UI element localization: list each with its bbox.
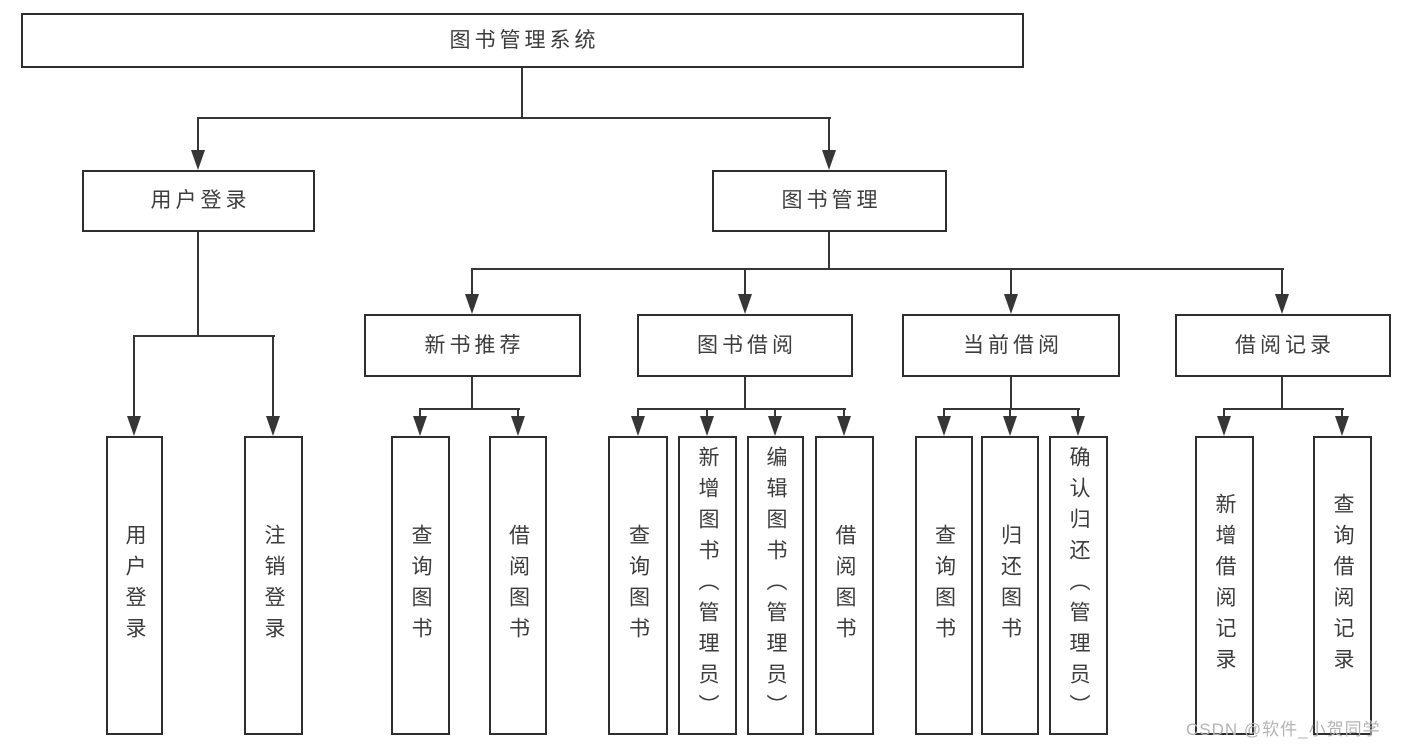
- leaf-query-books-borrowing: 查询图书: [608, 436, 668, 735]
- leaf-edit-books-admin: 编辑图书（管理员）: [747, 436, 804, 735]
- arrowhead-down-icon: [1071, 416, 1085, 436]
- arrowhead-down-icon: [822, 150, 836, 170]
- connector-vline: [272, 336, 274, 418]
- connector-vline: [197, 232, 199, 337]
- arrowhead-down-icon: [738, 294, 752, 314]
- arrowhead-down-icon: [937, 416, 951, 436]
- arrowhead-down-icon: [465, 294, 479, 314]
- arrowhead-down-icon: [1335, 416, 1349, 436]
- leaf-logout: 注销登录: [244, 436, 303, 735]
- connector-vline: [828, 118, 830, 152]
- leaf-add-books-admin: 新增图书（管理员）: [678, 436, 737, 735]
- connector-vline: [1341, 409, 1343, 418]
- connector-vline: [471, 269, 473, 296]
- leaf-query-books-current: 查询图书: [915, 436, 973, 735]
- connector-hline: [637, 408, 846, 410]
- node-new-book-recommend: 新书推荐: [364, 314, 581, 377]
- connector-vline: [197, 118, 199, 152]
- leaf-query-borrow-record: 查询借阅记录: [1313, 436, 1372, 735]
- connector-vline: [1281, 269, 1283, 296]
- connector-vline: [744, 377, 746, 410]
- arrowhead-down-icon: [1003, 416, 1017, 436]
- leaf-query-books-recommend: 查询图书: [391, 436, 450, 735]
- arrowhead-down-icon: [837, 416, 851, 436]
- arrowhead-down-icon: [1217, 416, 1231, 436]
- connector-vline: [774, 409, 776, 418]
- leaf-user-login: 用户登录: [106, 436, 163, 735]
- node-book-borrowing: 图书借阅: [637, 314, 853, 377]
- leaf-borrow-books: 借阅图书: [815, 436, 874, 735]
- connector-vline: [419, 409, 421, 418]
- arrowhead-down-icon: [266, 416, 280, 436]
- connector-hline: [419, 408, 520, 410]
- connector-vline: [521, 68, 523, 119]
- connector-vline: [133, 336, 135, 418]
- connector-vline: [744, 269, 746, 296]
- connector-vline: [1281, 377, 1283, 410]
- arrowhead-down-icon: [191, 150, 205, 170]
- connector-vline: [1010, 377, 1012, 410]
- arrowhead-down-icon: [1004, 294, 1018, 314]
- connector-vline: [637, 409, 639, 418]
- connector-hline: [471, 268, 1284, 270]
- leaf-return-books: 归还图书: [981, 436, 1039, 735]
- node-current-borrowing: 当前借阅: [902, 314, 1120, 377]
- connector-vline: [1223, 409, 1225, 418]
- connector-vline: [706, 409, 708, 418]
- connector-hline: [1223, 408, 1344, 410]
- leaf-add-borrow-record: 新增借阅记录: [1195, 436, 1254, 735]
- node-borrowing-records: 借阅记录: [1175, 314, 1391, 377]
- watermark-text: CSDN @软件_小贺同学: [1186, 720, 1381, 739]
- connector-vline: [843, 409, 845, 418]
- connector-vline: [943, 409, 945, 418]
- node-user-login: 用户登录: [82, 170, 315, 232]
- connector-hline: [943, 408, 1080, 410]
- connector-vline: [1077, 409, 1079, 418]
- leaf-confirm-return-admin: 确认归还（管理员）: [1049, 436, 1108, 735]
- connector-vline: [1010, 269, 1012, 296]
- connector-hline: [197, 117, 831, 119]
- leaf-borrow-books-recommend: 借阅图书: [489, 436, 547, 735]
- arrowhead-down-icon: [631, 416, 645, 436]
- connector-vline: [517, 409, 519, 418]
- node-book-management: 图书管理: [712, 170, 947, 232]
- connector-vline: [1009, 409, 1011, 418]
- arrowhead-down-icon: [768, 416, 782, 436]
- connector-vline: [828, 232, 830, 270]
- connector-hline: [133, 335, 275, 337]
- arrowhead-down-icon: [700, 416, 714, 436]
- connector-vline: [471, 377, 473, 410]
- arrowhead-down-icon: [127, 416, 141, 436]
- arrowhead-down-icon: [1275, 294, 1289, 314]
- node-root: 图书管理系统: [21, 13, 1024, 68]
- arrowhead-down-icon: [511, 416, 525, 436]
- arrowhead-down-icon: [413, 416, 427, 436]
